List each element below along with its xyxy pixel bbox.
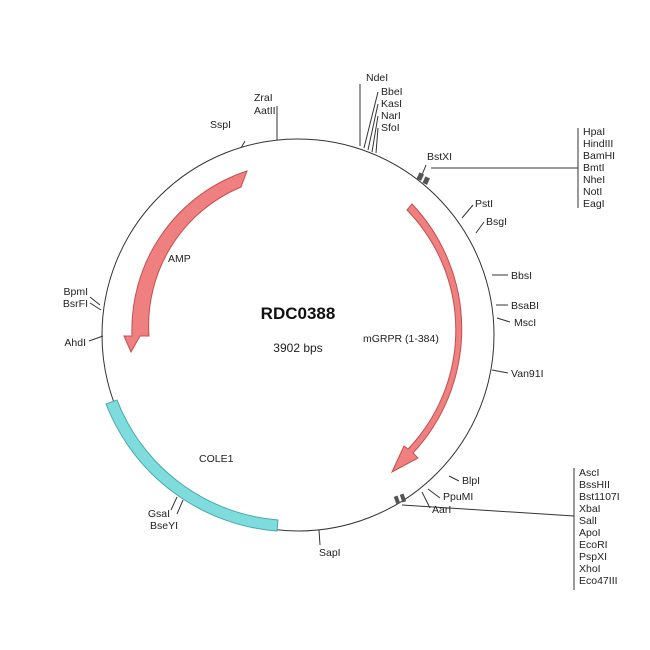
cluster-site-label: EcoRI <box>579 539 608 551</box>
cole1-arc <box>105 399 279 532</box>
cluster-site-label: AscI <box>579 467 599 479</box>
feature-label-cole1: COLE1 <box>199 453 234 465</box>
amp-arrow <box>123 170 248 354</box>
cluster-site-label: NheI <box>583 174 605 186</box>
plasmid-backbone <box>101 138 495 532</box>
cluster-site-label: XbaI <box>579 503 601 515</box>
site-label-blpi: BlpI <box>462 475 480 487</box>
site-label-bpmi: BpmI <box>63 286 88 298</box>
site-label-sfoi: SfoI <box>381 122 400 134</box>
site-label-bsabi: BsaBI <box>511 300 539 312</box>
site-label-bsrfi: BsrFI <box>63 298 88 310</box>
site-label-aatii: AatII <box>254 105 276 117</box>
mgrpr-arrow <box>390 203 463 474</box>
plasmid-name: RDC0388 <box>261 304 336 323</box>
cluster-site-label: EagI <box>583 198 605 210</box>
site-label-bbsi: BbsI <box>511 270 532 282</box>
site-ticks <box>88 84 579 590</box>
cluster-site-label: NotI <box>583 186 602 198</box>
site-cluster-top: HpaI HindIII BamHI BmtI NheI NotI EagI <box>583 126 615 210</box>
site-label-ahdi: AhdI <box>64 337 86 349</box>
plasmid-size: 3902 bps <box>273 341 322 355</box>
cluster-site-label: ApoI <box>579 527 601 539</box>
cluster-markers <box>393 172 430 505</box>
cluster-site-label: Eco47III <box>579 575 618 587</box>
site-label-gsai: GsaI <box>148 508 170 520</box>
feature-label-amp: AMP <box>168 253 191 265</box>
site-label-zrai: ZraI <box>254 92 273 104</box>
site-label-bbei: BbeI <box>381 86 403 98</box>
site-label-sapi: SapI <box>319 547 341 559</box>
site-label-ppumi: PpuMI <box>443 491 473 503</box>
site-cluster-bottom: AscI BssHII Bst1107I XbaI SalI ApoI EcoR… <box>579 467 620 587</box>
site-label-kasi: KasI <box>381 98 402 110</box>
cluster-site-label: SalI <box>579 515 597 527</box>
cluster-site-label: BssHII <box>579 479 610 491</box>
site-label-bstxi: BstXI <box>427 151 452 163</box>
cluster-site-label: Bst1107I <box>579 491 620 503</box>
site-label-aari: AarI <box>432 504 451 516</box>
cluster-site-label: PspXI <box>579 551 607 563</box>
feature-label-mgrpr: mGRPR (1-384) <box>363 333 439 345</box>
site-label-bseyi: BseYI <box>150 520 178 532</box>
cluster-site-label: HindIII <box>583 138 613 150</box>
cluster-site-label: XhoI <box>579 563 601 575</box>
site-label-van91i: Van91I <box>511 368 544 380</box>
site-label-psti: PstI <box>475 198 493 210</box>
site-label-bsgi: BsgI <box>486 216 507 228</box>
cluster-site-label: BamHI <box>583 150 615 162</box>
site-label-ndei: NdeI <box>366 72 388 84</box>
site-label-sspi: SspI <box>210 119 231 131</box>
site-label-nari: NarI <box>381 110 401 122</box>
site-label-msci: MscI <box>514 317 536 329</box>
cluster-site-label: HpaI <box>583 126 605 138</box>
cluster-site-label: BmtI <box>583 162 605 174</box>
